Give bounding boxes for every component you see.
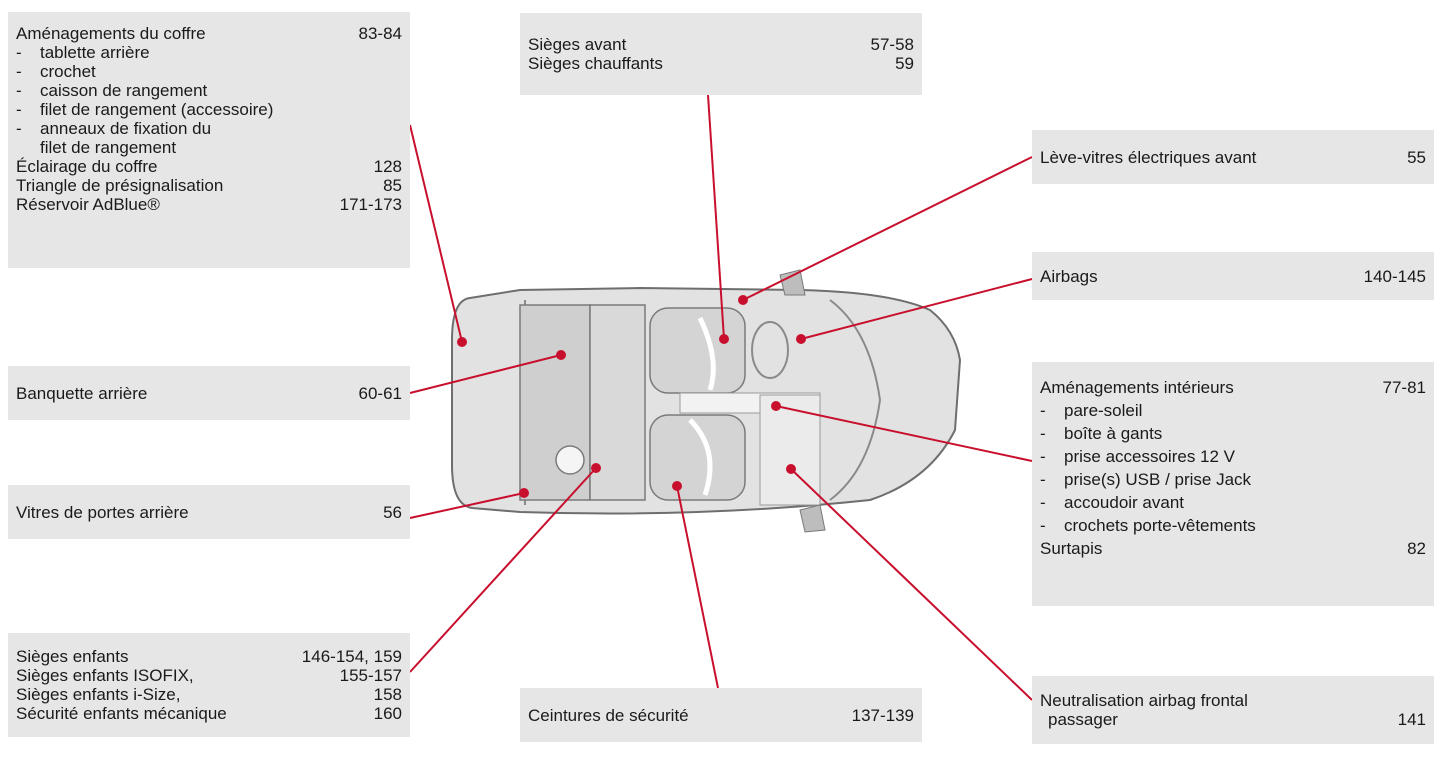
box-neutralisation: Neutralisation airbag frontal passager 14…	[1032, 676, 1434, 744]
sieges-chauffants-label: Sièges chauffants	[528, 54, 663, 73]
coffre-row-page: 85	[383, 176, 402, 195]
interieurs-item: crochets porte-vêtements	[1064, 516, 1256, 535]
coffre-row-label: Éclairage du coffre	[16, 157, 158, 176]
leader-airbags	[800, 278, 1033, 340]
sieges-avant-page: 57-58	[870, 35, 914, 54]
coffre-row-page: 128	[373, 157, 402, 176]
box-sieges-avant: Sièges avant 57-58 Sièges chauffants 59	[520, 13, 922, 95]
enfants-page: 160	[373, 704, 402, 723]
box-ceintures: Ceintures de sécurité 137-139	[520, 688, 922, 742]
leader-dots	[457, 295, 806, 498]
neutralisation-label: Neutralisation airbag frontal	[1040, 691, 1248, 710]
car-top-view	[451, 269, 962, 533]
vitres-arriere-page: 56	[383, 502, 402, 522]
enfants-label: Sièges enfants ISOFIX,	[16, 666, 194, 685]
airbags-page: 140-145	[1363, 266, 1426, 286]
box-leve-vitres: Lève-vitres électriques avant 55	[1032, 130, 1434, 184]
coffre-item: caisson de rangement	[40, 81, 208, 100]
enfants-label: Sièges enfants	[16, 647, 129, 666]
interieurs-item: accoudoir avant	[1064, 493, 1185, 512]
neutralisation-label-cont: passager	[1048, 710, 1118, 729]
neutralisation-page: 141	[1397, 710, 1426, 729]
box-vitres-arriere: Vitres de portes arrière 56	[8, 485, 410, 539]
leader-neutralisation	[790, 468, 1033, 701]
coffre-item: crochet	[40, 62, 96, 81]
box-enfants: Sièges enfants 146-154, 159 Sièges enfant…	[8, 633, 410, 737]
coffre-title: Aménagements du coffre	[16, 24, 206, 43]
leve-vitres-page: 55	[1407, 147, 1426, 167]
banquette-page: 60-61	[358, 383, 402, 403]
leader-vitres-arriere	[409, 492, 525, 519]
surtapis-label: Surtapis	[1040, 539, 1103, 558]
interieurs-title: Aménagements intérieurs	[1040, 378, 1234, 397]
coffre-row-label: Triangle de présignalisation	[16, 176, 224, 195]
coffre-item-cont: filet de rangement	[40, 138, 177, 157]
enfants-page: 158	[373, 685, 402, 704]
coffre-title-page: 83-84	[358, 24, 402, 43]
surtapis-page: 82	[1407, 539, 1426, 558]
enfants-label: Sécurité enfants mécanique	[16, 704, 227, 723]
interieurs-item: prise(s) USB / prise Jack	[1064, 470, 1252, 489]
leve-vitres-label: Lève-vitres électriques avant	[1040, 147, 1257, 167]
banquette-label: Banquette arrière	[16, 383, 148, 403]
enfants-label: Sièges enfants i-Size,	[16, 685, 181, 704]
coffre-row-label: Réservoir AdBlue®	[16, 195, 160, 214]
vitres-arriere-label: Vitres de portes arrière	[16, 502, 189, 522]
leader-lines	[409, 94, 1033, 701]
interieurs-item: boîte à gants	[1064, 424, 1163, 443]
coffre-item: filet de rangement (accessoire)	[40, 100, 274, 119]
leader-sieges-avant	[707, 94, 725, 340]
interieurs-title-page: 77-81	[1382, 378, 1426, 397]
leader-coffre	[409, 124, 463, 343]
sieges-chauffants-page: 59	[895, 54, 914, 73]
airbags-label: Airbags	[1040, 266, 1098, 286]
coffre-item: anneaux de fixation du	[40, 119, 212, 138]
leader-interieurs	[775, 405, 1033, 462]
leader-banquette	[409, 354, 562, 394]
coffre-item: tablette arrière	[40, 43, 150, 62]
interieurs-item: prise accessoires 12 V	[1064, 447, 1236, 466]
enfants-page: 155-157	[339, 666, 402, 685]
leader-enfants	[409, 467, 597, 673]
box-banquette: Banquette arrière 60-61	[8, 366, 410, 420]
box-airbags: Airbags 140-145	[1032, 252, 1434, 300]
leader-leve-vitres	[742, 156, 1033, 301]
interieurs-item: pare-soleil	[1064, 401, 1143, 420]
ceintures-page: 137-139	[851, 705, 914, 725]
enfants-page: 146-154, 159	[301, 647, 402, 666]
sieges-avant-label: Sièges avant	[528, 35, 627, 54]
leader-ceintures	[676, 485, 719, 689]
coffre-row-page: 171-173	[339, 195, 402, 214]
ceintures-label: Ceintures de sécurité	[528, 705, 689, 725]
